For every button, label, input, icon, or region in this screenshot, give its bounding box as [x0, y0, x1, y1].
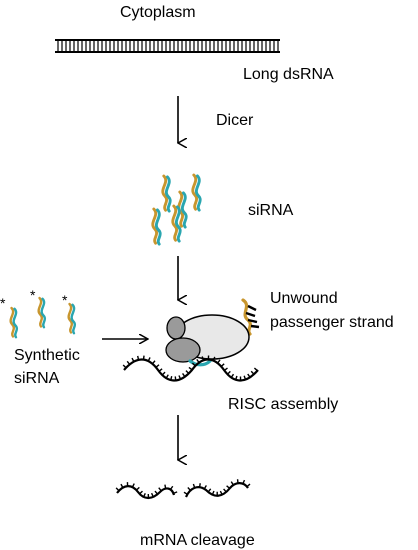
asterisk-mark: * [0, 295, 6, 311]
sirna-duplex [151, 207, 162, 246]
synthetic-sirna-group: * * * [0, 287, 77, 339]
dicer-label: Dicer [216, 112, 254, 129]
asterisk-mark: * [62, 292, 68, 308]
asterisk-mark: * [30, 287, 36, 303]
sirna-duplex [191, 173, 202, 212]
long-dsrna-ladder [55, 39, 280, 53]
unwound-passenger-strand [241, 298, 260, 336]
synthetic-sirna-duplex [67, 302, 77, 335]
risc-protein-small [166, 316, 186, 340]
sirna-duplex [161, 174, 172, 213]
synthetic-sirna-duplex [9, 306, 19, 339]
synthetic-label-line1: Synthetic [14, 347, 80, 364]
risc-assembly-label: RISC assembly [228, 396, 338, 413]
cytoplasm-label: Cytoplasm [120, 4, 196, 21]
cleaved-mrna [115, 479, 251, 500]
unwound-label-line1: Unwound [270, 290, 338, 307]
sirna-cluster [151, 173, 202, 246]
target-mrna [122, 355, 259, 382]
risc-protein-medium [165, 337, 201, 363]
guide-strand [188, 359, 212, 367]
mrna-cleavage-label: mRNA cleavage [140, 532, 255, 549]
mrna-fragment-right [184, 482, 249, 498]
sirna-duplex [171, 204, 182, 243]
synthetic-label-line2: siRNA [14, 370, 60, 387]
unwound-label-line2: passenger strand [270, 314, 394, 331]
risc-complex [165, 314, 250, 367]
long-dsrna-label: Long dsRNA [243, 66, 334, 83]
synthetic-sirna-duplex [37, 296, 47, 329]
sirna-label: siRNA [248, 202, 294, 219]
